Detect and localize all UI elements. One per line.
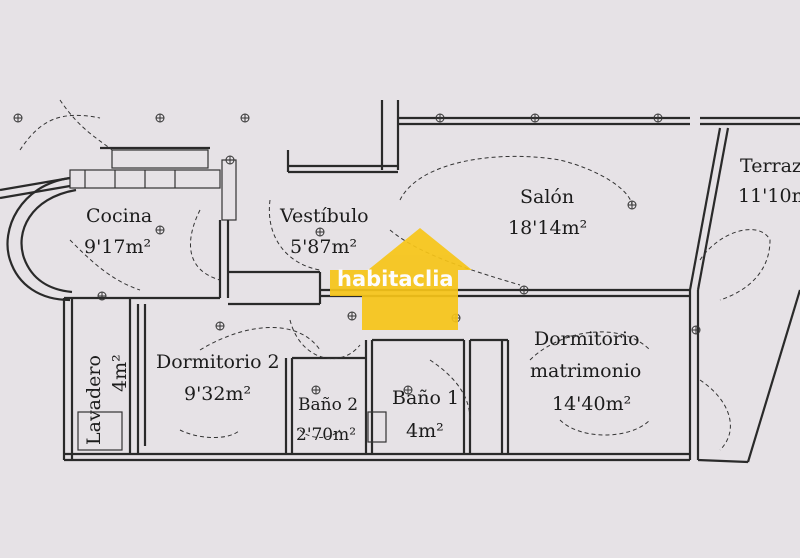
fixture-2 xyxy=(155,113,165,123)
fixture-7 xyxy=(627,200,637,210)
terraza-area: 11'10m xyxy=(738,185,800,207)
room-cocina: Cocina 9'17m² xyxy=(84,205,152,258)
dormitorio-matrimonio-name-line2: matrimonio xyxy=(530,360,641,382)
fixture-13 xyxy=(215,321,225,331)
house-logo-icon xyxy=(330,228,472,330)
room-vestibulo: Vestíbulo 5'87m² xyxy=(279,205,369,258)
fixture-10 xyxy=(519,285,529,295)
salon-name: Salón xyxy=(520,186,574,208)
salon-area: 18'14m² xyxy=(508,217,587,239)
room-dormitorio-2: Dormitorio 2 9'32m² xyxy=(156,351,280,405)
fixture-9 xyxy=(155,225,165,235)
fixture-8 xyxy=(315,227,325,237)
room-salon: Salón 18'14m² xyxy=(508,186,587,239)
bano2-name: Baño 2 xyxy=(298,395,358,415)
room-lavadero: Lavadero 4m² xyxy=(83,354,131,445)
fixture-17 xyxy=(97,291,107,301)
cocina-name: Cocina xyxy=(86,205,152,227)
room-bano-1: Baño 1 4m² xyxy=(392,387,459,442)
room-terraza: Terraz 11'10m xyxy=(738,155,800,207)
fixture-16 xyxy=(311,385,321,395)
room-dormitorio-matrimonio: Dormitorio matrimonio 14'40m² xyxy=(530,328,641,415)
fixture-18 xyxy=(225,155,235,165)
terraza-name: Terraz xyxy=(740,155,800,177)
light-fixtures xyxy=(13,113,701,395)
fixture-4 xyxy=(435,113,445,123)
fixture-14 xyxy=(691,325,701,335)
fixture-5 xyxy=(530,113,540,123)
watermark-text: habitaclia xyxy=(337,267,454,291)
cocina-area: 9'17m² xyxy=(84,236,151,258)
lavadero-name: Lavadero xyxy=(83,355,105,445)
fixture-3 xyxy=(240,113,250,123)
dormitorio2-name: Dormitorio 2 xyxy=(156,351,280,373)
habitaclia-watermark: habitaclia xyxy=(330,228,472,330)
fixture-1 xyxy=(13,113,23,123)
dormitorio-matrimonio-name-line1: Dormitorio xyxy=(534,328,640,350)
room-bano-2: Baño 2 2'70m² xyxy=(296,395,358,445)
fixture-6 xyxy=(653,113,663,123)
vestibulo-area: 5'87m² xyxy=(290,236,357,258)
bano1-name: Baño 1 xyxy=(392,387,459,409)
vestibulo-name: Vestíbulo xyxy=(279,205,369,227)
bano2-area: 2'70m² xyxy=(296,425,356,445)
lavadero-area: 4m² xyxy=(109,354,131,392)
bano1-area: 4m² xyxy=(406,420,444,442)
fixture-11 xyxy=(347,311,357,321)
dormitorio-matrimonio-area: 14'40m² xyxy=(552,393,631,415)
fixture-15 xyxy=(403,385,413,395)
dormitorio2-area: 9'32m² xyxy=(184,383,251,405)
